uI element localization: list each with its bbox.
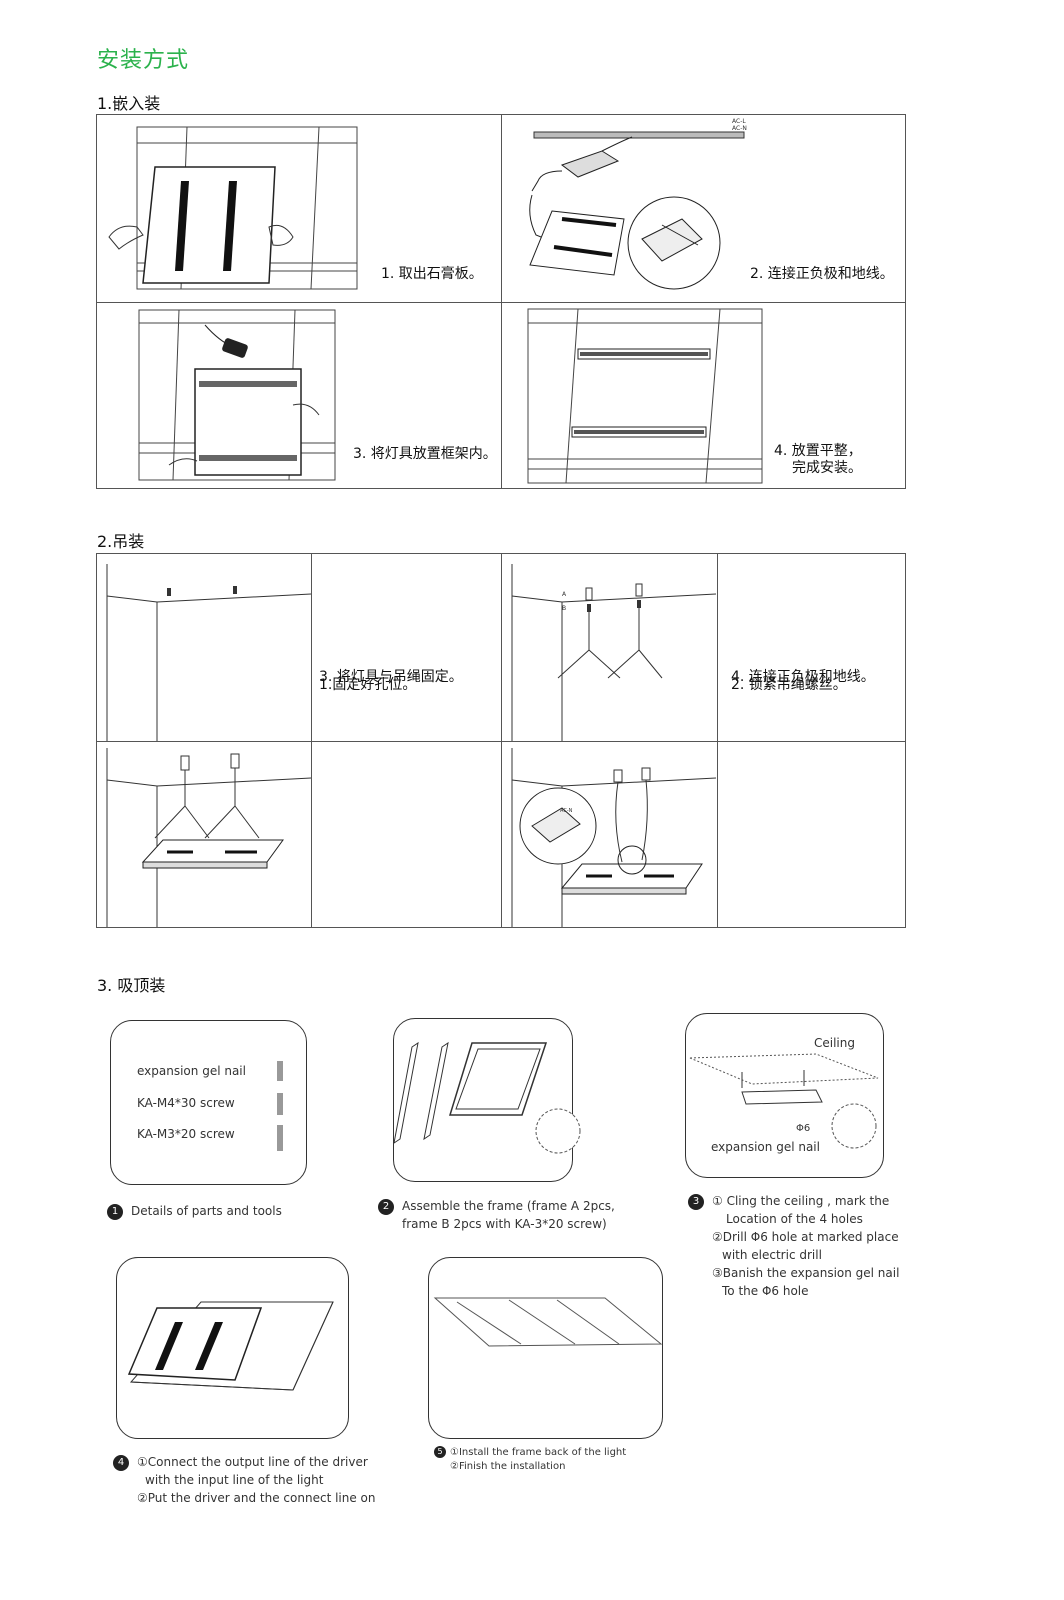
- embedded-step-1-caption: 1. 取出石膏板。: [381, 263, 483, 283]
- illustration-connect-wires-suspended: AC-N: [502, 742, 716, 927]
- ac-n-label: AC-N: [732, 125, 747, 132]
- parts-icons: [111, 1021, 308, 1186]
- grid-divider: [717, 554, 718, 927]
- ac-l-label: AC-L: [732, 118, 746, 125]
- suspended-step-2-illustration: A B: [502, 554, 716, 741]
- surface-step-3-box: Ceiling Φ6 expansion gel nail: [685, 1013, 884, 1178]
- suspended-step-4-caption: 4. 连接正负极和地线。: [731, 666, 875, 686]
- embedded-step-2: AC-L AC-N 2. 连接正负极和地线。: [502, 115, 906, 302]
- embedded-step-2-caption: 2. 连接正负极和地线。: [750, 263, 894, 283]
- step-badge: 2: [378, 1199, 394, 1215]
- embedded-step-3: 3. 将灯具放置框架内。: [97, 303, 501, 488]
- illustration-connect-driver: [117, 1258, 350, 1440]
- illustration-ceiling: [686, 1014, 885, 1179]
- surface-step-5-box: [428, 1257, 663, 1439]
- surface-step-1-box: expansion gel nail KA-M4*30 screw KA-M3*…: [110, 1020, 307, 1185]
- illustration-assemble-frame: [394, 1019, 574, 1183]
- embedded-grid: 1. 取出石膏板。 AC-L AC-N 2. 连接正负极和地线。: [96, 114, 906, 489]
- label-b: B: [562, 605, 566, 612]
- illustration-lock-rope: A B: [502, 554, 716, 741]
- illustration-fix-holes: [97, 554, 311, 741]
- grid-divider: [311, 554, 312, 927]
- embedded-step-4-line-1: 4. 放置平整，: [774, 443, 862, 460]
- suspended-step-3-caption: 3. 将灯具与吊绳固定。: [319, 666, 463, 686]
- ac-n-label-suspended: AC-N: [560, 808, 573, 814]
- surface-step-2-box: [393, 1018, 573, 1182]
- embedded-step-3-caption: 3. 将灯具放置框架内。: [353, 443, 497, 463]
- suspended-step-3-illustration: [97, 742, 311, 927]
- embedded-step-4-caption: 4. 放置平整， 完成安装。: [774, 443, 862, 477]
- illustration-fix-light-rope: [97, 742, 311, 927]
- step-badge: 1: [107, 1204, 123, 1220]
- suspended-grid: 1.固定好孔位。 A B 2. 锁紧吊绳螺丝。: [96, 553, 906, 928]
- embedded-step-4: 4. 放置平整， 完成安装。: [502, 303, 906, 488]
- suspended-step-4-illustration: AC-N: [502, 742, 716, 927]
- surface-step-4-box: [116, 1257, 349, 1439]
- embedded-step-1: 1. 取出石膏板。: [97, 115, 501, 302]
- embedded-step-4-line-2: 完成安装。: [774, 460, 862, 477]
- section-heading-suspended: 2.吊装: [97, 528, 144, 552]
- section-heading-surface: 3. 吸顶装: [97, 972, 165, 996]
- suspended-step-1-illustration: [97, 554, 311, 741]
- section-heading-embedded: 1.嵌入装: [97, 90, 160, 114]
- step-badge: 3: [688, 1194, 704, 1210]
- step-badge: 4: [113, 1455, 129, 1471]
- illustration-install-frame: [429, 1258, 664, 1440]
- step-badge: 5: [434, 1446, 446, 1458]
- label-a: A: [562, 591, 567, 598]
- page-title: 安装方式: [97, 42, 189, 74]
